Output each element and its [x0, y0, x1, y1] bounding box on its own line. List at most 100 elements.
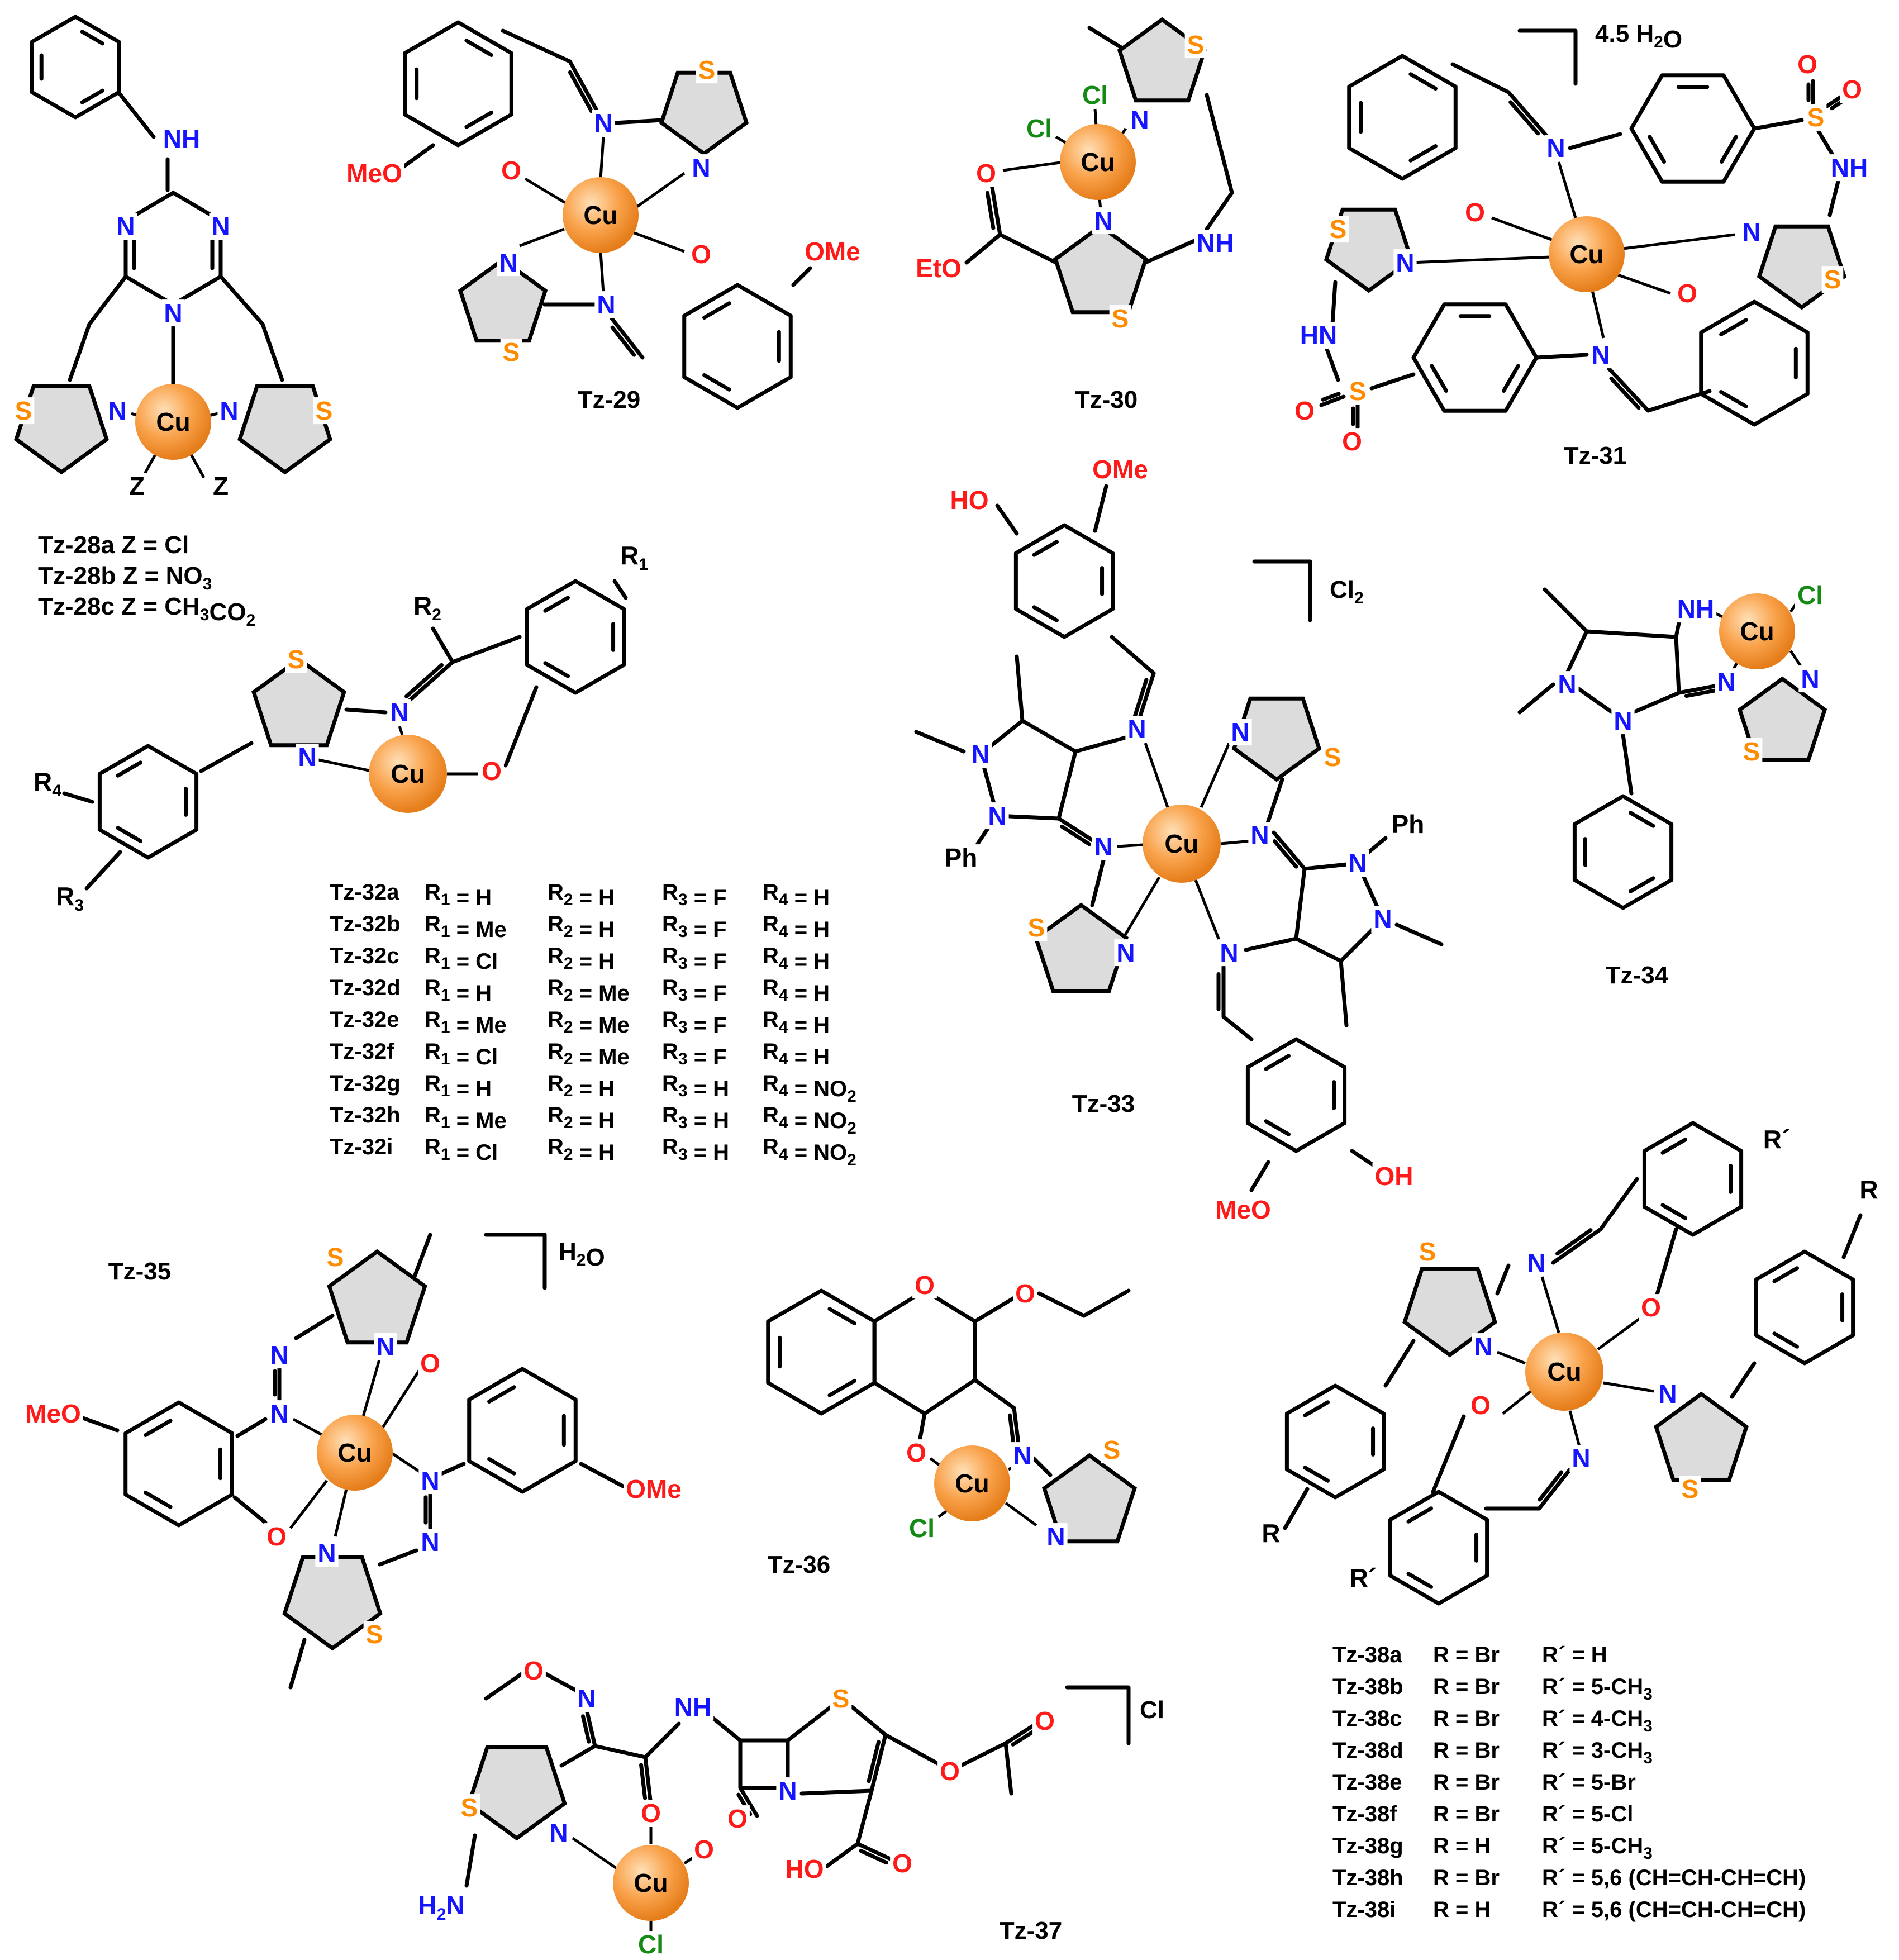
tz32-legend-row-4-col-4: R4 = H — [763, 1007, 830, 1038]
bond — [76, 1414, 120, 1433]
tz32-legend-row-5-col-1: R1 = Cl — [425, 1039, 498, 1069]
tz33-imine-n-bottom: N — [1220, 938, 1238, 967]
atom-label-backing — [1024, 115, 1054, 142]
tz29-label: Tz-29 — [578, 386, 640, 413]
tz28-legend-row-2: Tz-28c Z = CH3CO2 — [38, 593, 255, 630]
tz37-lactam-o: O — [727, 1804, 748, 1833]
atom-label-backing — [1297, 322, 1340, 349]
tz38-legend-row-8-col-2: R´ = 5,6 (CH=CH-CH=CH) — [1542, 1897, 1806, 1922]
tz37-oxime-o: O — [523, 1656, 544, 1685]
tz28-legend-row-0: Tz-28a Z = Cl — [38, 531, 189, 559]
atom-label-backing — [1740, 218, 1763, 246]
bond — [1093, 484, 1108, 533]
aromatic-bond — [1408, 72, 1438, 91]
tz29-phenol-o-bottom: O — [691, 240, 711, 269]
tz29-n-top: N — [692, 153, 710, 182]
tz31-benzene-bottom — [1699, 299, 1810, 427]
tz38-imine-top — [1551, 1227, 1603, 1265]
tz38-salicyl-top — [1642, 1121, 1744, 1237]
tz32-legend-row-2-col-3: R3 = F — [662, 944, 727, 974]
tz32-legend-row-7-col-1: R1 = Me — [425, 1103, 507, 1133]
tz32-legend-row-6-col-0: Tz-32g — [330, 1071, 401, 1096]
atom-label-backing — [942, 844, 980, 872]
tz35-meo: MeO — [25, 1399, 81, 1428]
bond — [199, 741, 254, 773]
tz33-imine-right — [1272, 839, 1298, 869]
atom-label-backing — [210, 473, 231, 500]
tz37-ester-o2: O — [1035, 1706, 1055, 1735]
tz33-pyrazole-n4: N — [1373, 905, 1392, 934]
tz30-cl-top: Cl — [1082, 80, 1108, 110]
tz32-legend-row-0-col-0: Tz-32a — [330, 880, 399, 905]
atom-label-backing — [1740, 738, 1763, 765]
atom-label-backing — [1025, 914, 1048, 941]
atom-label-backing — [458, 1794, 480, 1821]
coordination-bond — [334, 1488, 348, 1537]
aromatic-bond — [1719, 135, 1738, 164]
coordination-bond — [1117, 843, 1143, 848]
tz37-s: S — [461, 1793, 478, 1822]
tz29-s-bottom: S — [503, 337, 520, 367]
tz38-legend-row-6-col-2: R´ = 5-CH3 — [1542, 1834, 1653, 1863]
tz38-legend-row-0-col-0: Tz-38a — [1332, 1643, 1402, 1667]
coordination-bond — [1597, 1317, 1641, 1351]
tz33-methyl-bottom — [1339, 959, 1349, 1027]
coordination-bond — [1622, 233, 1735, 250]
coordination-bond — [1220, 839, 1252, 845]
bond — [1073, 735, 1128, 754]
bond — [1283, 1487, 1310, 1530]
tz36-copper — [934, 1445, 1010, 1521]
tz37-n: N — [549, 1818, 568, 1847]
atom-label-backing — [416, 1892, 467, 1923]
tz32-legend-row-7-col-3: R3 = H — [662, 1103, 729, 1133]
tz28-triazine-n1: N — [116, 212, 135, 241]
tz38-copper — [1525, 1333, 1603, 1411]
bond — [643, 1721, 681, 1759]
tz33-n-tr: N — [1231, 717, 1249, 746]
tz32-legend-row-0-col-1: R1 = H — [425, 880, 492, 910]
tz30-carbonyl-o: O — [976, 159, 996, 188]
atom-label-backing — [1555, 671, 1579, 698]
tz37-copper — [613, 1845, 689, 1921]
tz30-thiazole-bottom — [1053, 223, 1148, 315]
tz32-legend-row-1-col-1: R1 = Me — [425, 912, 507, 942]
atom-label-backing — [1194, 230, 1236, 257]
bond — [612, 579, 628, 600]
tz38-legend-row-1-col-1: R = Br — [1433, 1674, 1500, 1699]
coordination-bond — [631, 230, 685, 253]
bond — [1031, 1456, 1053, 1477]
tz31-imine-top — [1508, 100, 1540, 136]
tz29-phenol-o-top: O — [501, 156, 521, 185]
tz32-imine — [404, 663, 444, 698]
tz38-legend-row-3-col-1: R = Br — [1433, 1738, 1500, 1763]
tz36-pyran-ring — [872, 1288, 977, 1416]
atom-label-backing — [1795, 51, 1820, 78]
coordination-bond — [188, 451, 206, 479]
aromatic-bond — [1629, 811, 1655, 828]
tz28-copper — [135, 384, 211, 460]
cu-atom-label: Cu — [955, 1469, 989, 1498]
bond — [464, 1833, 477, 1888]
atom-label-backing — [1090, 456, 1150, 483]
coordination-bond — [636, 172, 686, 208]
atom-label-backing — [1184, 31, 1207, 59]
tz34-methyl — [1543, 587, 1589, 634]
tz30-s-top: S — [1187, 30, 1205, 59]
bond — [579, 1462, 625, 1488]
tz32-legend-row-2-col-1: R1 = Cl — [425, 944, 498, 974]
tz33-imine-n-right: N — [1250, 821, 1269, 850]
tz31-imine-bottom — [1609, 376, 1641, 410]
tz35-copper — [317, 1415, 393, 1491]
bond — [883, 1733, 944, 1768]
bond — [995, 503, 1019, 536]
tz37-bracket — [1065, 1685, 1131, 1745]
coordination-bond — [1789, 650, 1803, 669]
tz38-legend-row-3-col-0: Tz-38d — [1332, 1738, 1403, 1763]
tz37-amide-co — [639, 1763, 648, 1800]
atom-label-backing — [1011, 1442, 1034, 1469]
tz31-imine-bottom — [1607, 367, 1650, 413]
tz32-phenol-o: O — [482, 757, 502, 786]
tz37-amide-o: O — [641, 1799, 661, 1828]
atom-label-backing — [1101, 1436, 1123, 1464]
bond — [1654, 1227, 1678, 1298]
